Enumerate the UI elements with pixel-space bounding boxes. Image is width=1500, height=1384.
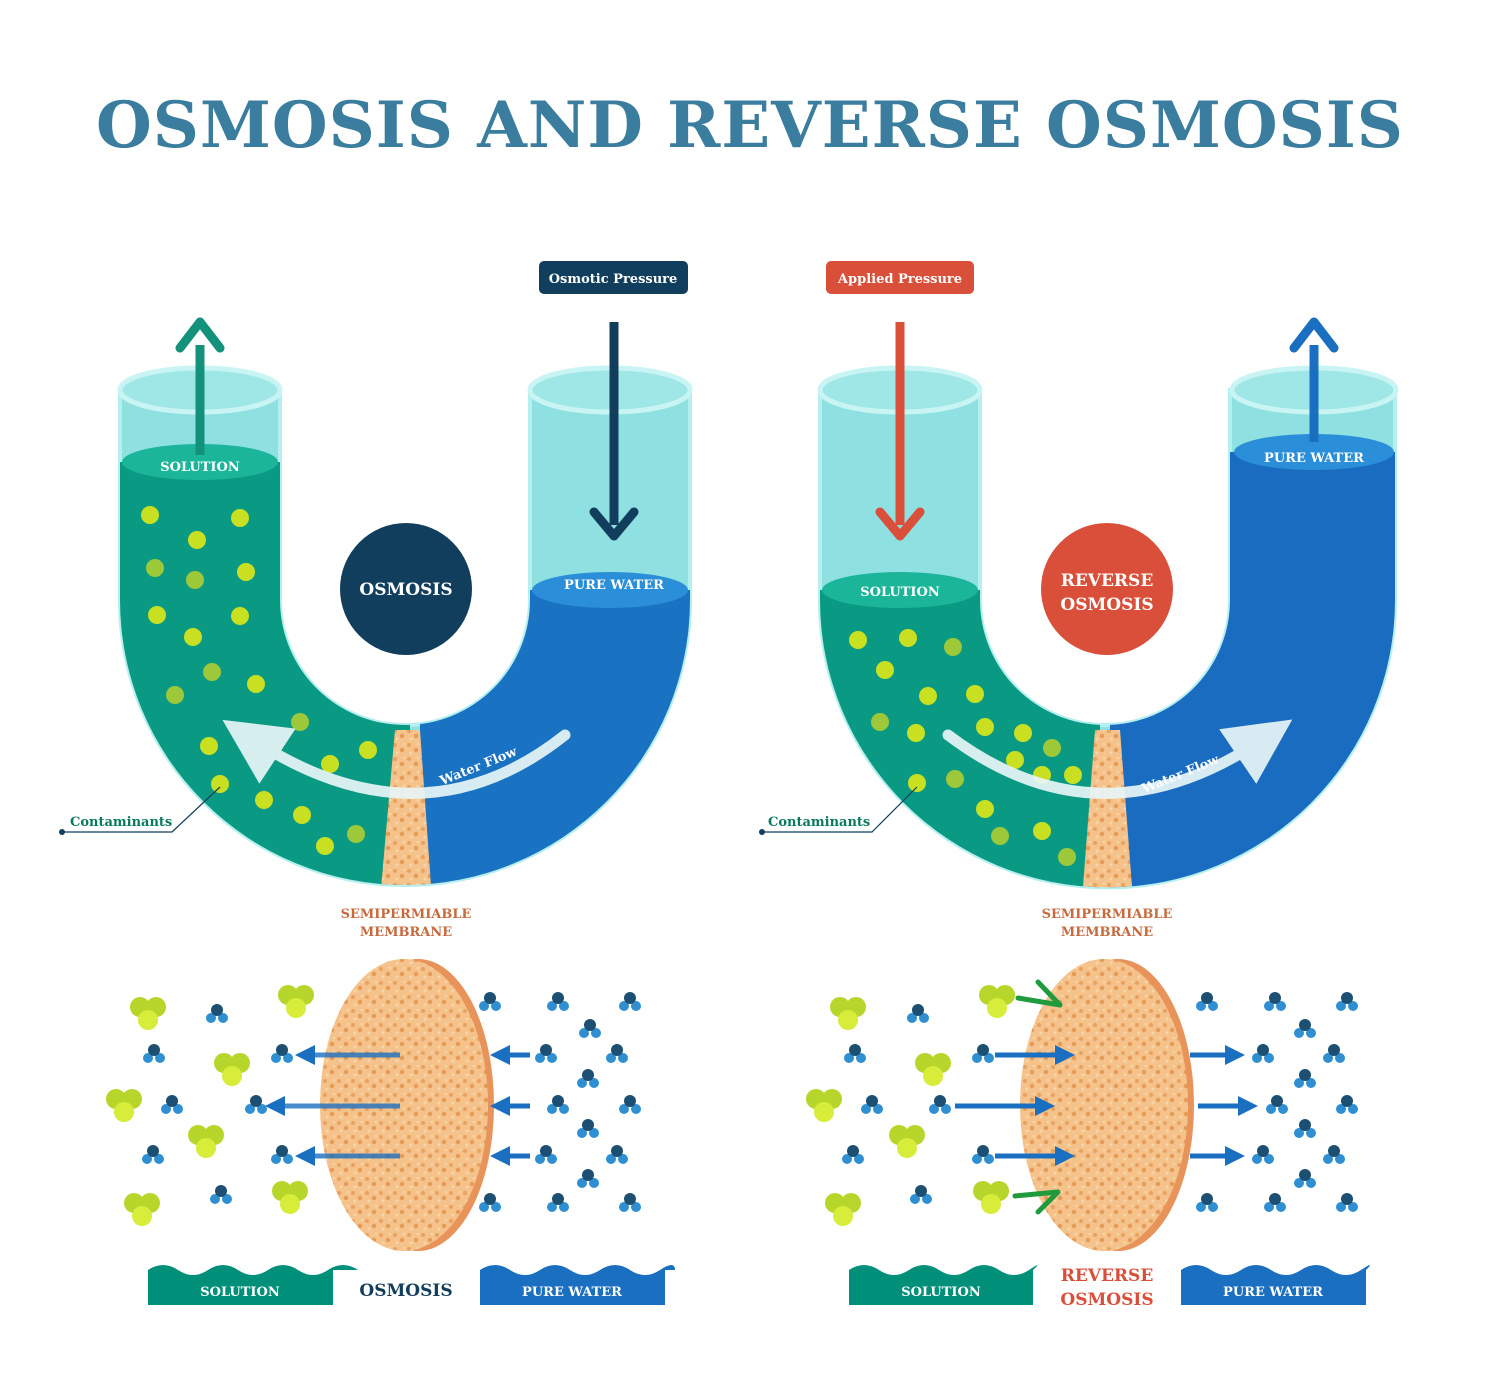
up-arrow-icon: [175, 317, 225, 353]
water-molecules: [142, 992, 641, 1212]
pure-water-label: PURE WATER: [564, 578, 664, 593]
membrane-disc: [320, 959, 488, 1251]
reverse-osmosis-circle: [1041, 523, 1173, 655]
pure-water-liquid: [1110, 452, 1395, 888]
contaminants-label: Contaminants: [70, 815, 172, 830]
svg-text:OSMOSIS: OSMOSIS: [359, 580, 452, 600]
bottom-reverse-osmosis-label: REVERSE: [1061, 1266, 1154, 1286]
rejected-arrow-icon: [1015, 979, 1063, 1008]
svg-text:MEMBRANE: MEMBRANE: [360, 925, 452, 940]
svg-text:SOLUTION: SOLUTION: [200, 1285, 280, 1300]
membrane-strip: [380, 730, 432, 885]
osmosis-molecule-panel: SOLUTION OSMOSIS PURE WATER: [106, 959, 675, 1305]
osmosis-circle: [340, 523, 472, 655]
water-flow-arrow: [222, 719, 571, 799]
membrane-strip: [1082, 730, 1133, 888]
contaminant-particles: [849, 629, 1082, 866]
membrane-disc: [1020, 959, 1188, 1251]
membrane-label: SEMIPERMIABLE: [341, 907, 472, 922]
pure-water-bar: [480, 1265, 675, 1305]
water-molecules: [842, 992, 1358, 1212]
down-arrow-icon: [589, 507, 639, 541]
svg-text:SOLUTION: SOLUTION: [901, 1285, 981, 1300]
down-arrow-icon: [875, 507, 925, 541]
applied-pressure-badge: [826, 261, 974, 294]
membrane-label: SEMIPERMIABLE: [1042, 907, 1173, 922]
svg-text:REVERSE: REVERSE: [1061, 571, 1154, 591]
bottom-osmosis-label: OSMOSIS: [359, 1281, 452, 1301]
svg-text:MEMBRANE: MEMBRANE: [1061, 925, 1153, 940]
svg-text:Osmotic Pressure: Osmotic Pressure: [549, 272, 678, 287]
contaminant-particles: [141, 506, 377, 855]
solution-label: SOLUTION: [860, 585, 940, 600]
svg-text:PURE WATER: PURE WATER: [1223, 1285, 1323, 1300]
reverse-osmosis-molecule-panel: SOLUTION REVERSE OSMOSIS PURE WATER: [806, 959, 1370, 1310]
osmosis-u-tube: Water Flow SOLUTION PURE WATER Osmotic P…: [59, 261, 693, 940]
svg-text:OSMOSIS: OSMOSIS: [1060, 1290, 1153, 1310]
pure-water-label: PURE WATER: [1264, 451, 1364, 466]
reverse-osmosis-u-tube: Water Flow SOLUTION PURE WATER Applied P…: [759, 261, 1399, 940]
water-flow-arrow: [942, 719, 1293, 799]
svg-text:Applied Pressure: Applied Pressure: [837, 272, 962, 287]
pure-water-liquid: [420, 590, 690, 885]
solution-label: SOLUTION: [160, 460, 240, 475]
pure-water-bar: [1181, 1265, 1370, 1305]
solution-bar: [148, 1265, 358, 1305]
osmotic-pressure-badge: [539, 261, 688, 294]
rejected-arrow-icon: [1012, 1189, 1061, 1215]
solution-bar: [849, 1265, 1038, 1305]
diagram-title: OSMOSIS AND REVERSE OSMOSIS: [96, 88, 1404, 163]
contaminants-label: Contaminants: [768, 815, 870, 830]
up-arrow-icon: [1289, 317, 1339, 353]
svg-text:OSMOSIS: OSMOSIS: [1060, 595, 1153, 615]
svg-text:PURE WATER: PURE WATER: [522, 1285, 622, 1300]
